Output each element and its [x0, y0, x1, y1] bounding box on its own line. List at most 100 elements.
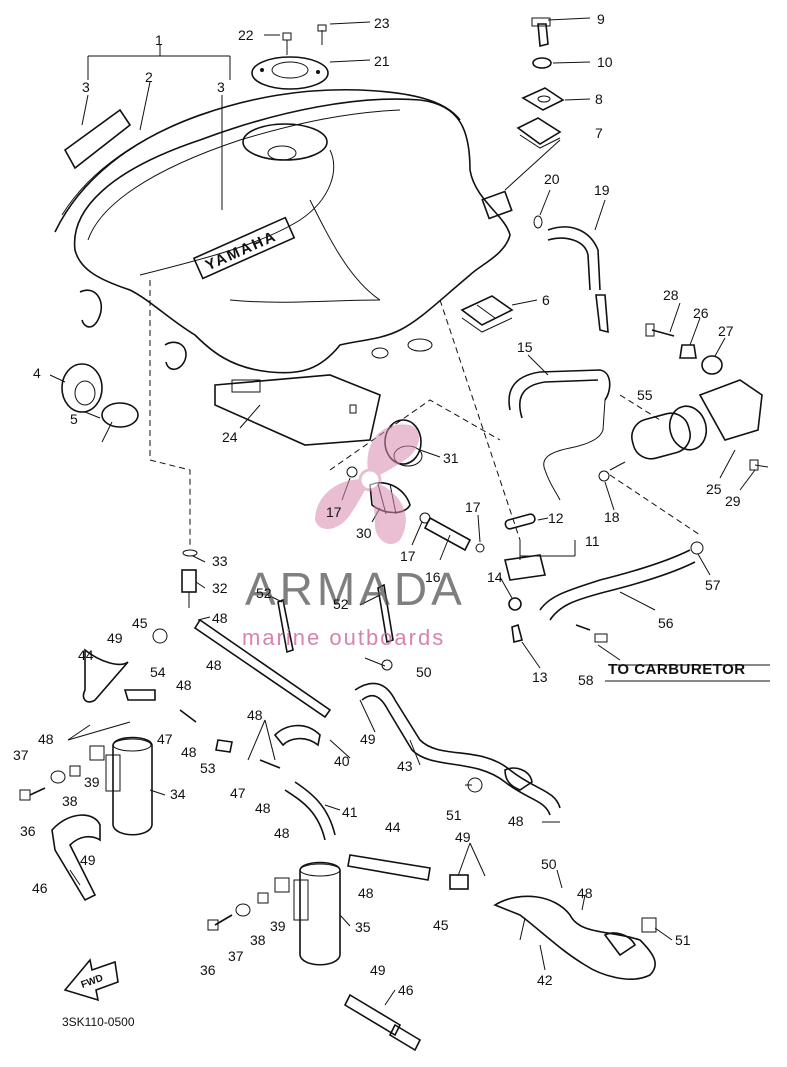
- mount-parts-top-right: [481, 17, 565, 220]
- callout-45-a: 45: [132, 615, 148, 631]
- callout-46-b: 46: [398, 982, 414, 998]
- callout-27: 27: [718, 323, 734, 339]
- callout-14: 14: [487, 569, 503, 585]
- callout-44-a: 44: [78, 647, 94, 663]
- callout-29: 29: [725, 493, 741, 509]
- callout-20: 20: [544, 171, 560, 187]
- to-carburetor-note: TO CARBURETOR: [597, 644, 770, 682]
- to-carburetor-label: TO CARBURETOR: [608, 661, 746, 678]
- callout-35: 35: [355, 919, 371, 935]
- callout-39-a: 39: [84, 774, 100, 790]
- callout-46-a: 46: [32, 880, 48, 896]
- callout-41: 41: [342, 804, 358, 820]
- callout-3-right: 3: [217, 79, 225, 95]
- group-bracket-1: [87, 45, 231, 80]
- callout-40: 40: [334, 753, 350, 769]
- callout-6: 6: [542, 292, 550, 308]
- hose-19: [533, 215, 609, 334]
- callout-48-k: 48: [577, 885, 593, 901]
- tank-logo-badge: YAMAHA: [192, 216, 296, 280]
- armada-watermark: ARMADA marine outboards: [242, 424, 466, 650]
- callout-24: 24: [222, 429, 238, 445]
- callout-48-j: 48: [508, 813, 524, 829]
- callout-49-e: 49: [370, 962, 386, 978]
- callout-26: 26: [693, 305, 709, 321]
- callout-50-a: 50: [416, 664, 432, 680]
- callout-53: 53: [200, 760, 216, 776]
- callout-4: 4: [33, 365, 41, 381]
- hose-43: [354, 659, 561, 816]
- callout-16: 16: [425, 569, 441, 585]
- watermark-tagline: marine outboards: [242, 625, 445, 650]
- hose-56: [539, 541, 704, 643]
- group-bracket-11: [519, 540, 576, 557]
- canister-34: [19, 648, 156, 902]
- hoses-lower: [343, 854, 657, 1052]
- callout-17-a: 17: [326, 504, 342, 520]
- callout-36-b: 36: [200, 962, 216, 978]
- callout-5: 5: [70, 411, 78, 427]
- callout-18: 18: [604, 509, 620, 525]
- callout-13: 13: [532, 669, 548, 685]
- callout-2: 2: [145, 69, 153, 85]
- cap-4-clamp-5: [61, 363, 139, 443]
- callout-38-a: 38: [62, 793, 78, 809]
- callout-34: 34: [170, 786, 186, 802]
- tank-logo-text: YAMAHA: [203, 228, 280, 275]
- callout-49-a: 49: [107, 630, 123, 646]
- callout-17-c: 17: [465, 499, 481, 515]
- callout-21: 21: [374, 53, 390, 69]
- callout-30: 30: [356, 525, 372, 541]
- fasteners-26-28: [645, 323, 723, 375]
- drawing-code: 3SK110-0500: [62, 1015, 135, 1029]
- callout-52-a: 52: [256, 585, 272, 601]
- callout-57: 57: [705, 577, 721, 593]
- fwd-arrow: FWD: [63, 958, 119, 1002]
- hose-15: [508, 369, 611, 501]
- callout-50-b: 50: [541, 856, 557, 872]
- callout-49-c: 49: [360, 731, 376, 747]
- callout-39-b: 39: [270, 918, 286, 934]
- callout-38-b: 38: [250, 932, 266, 948]
- callout-42: 42: [537, 972, 553, 988]
- callout-51-a: 51: [446, 807, 462, 823]
- watermark-brand: ARMADA: [245, 563, 466, 615]
- callout-11: 11: [585, 533, 600, 549]
- callout-25: 25: [706, 481, 722, 497]
- callout-19: 19: [594, 182, 610, 198]
- callout-48-f: 48: [247, 707, 263, 723]
- callout-47-a: 47: [157, 731, 173, 747]
- callout-54: 54: [150, 664, 166, 680]
- callout-48-i: 48: [358, 885, 374, 901]
- hose-16: [423, 516, 472, 552]
- fuel-pump-55: [609, 379, 769, 471]
- callout-36-a: 36: [20, 823, 36, 839]
- callout-8: 8: [595, 91, 603, 107]
- callout-17-b: 17: [400, 548, 416, 564]
- callout-45-b: 45: [433, 917, 449, 933]
- guide-lines: [149, 280, 701, 545]
- fuel-tank: YAMAHA: [54, 88, 511, 446]
- callout-7: 7: [595, 125, 603, 141]
- callout-31: 31: [443, 450, 459, 466]
- callout-48-e: 48: [181, 744, 197, 760]
- callout-48-a: 48: [212, 610, 228, 626]
- callout-48-d: 48: [38, 731, 54, 747]
- callout-43: 43: [397, 758, 413, 774]
- callout-49-d: 49: [455, 829, 471, 845]
- callout-48-g: 48: [255, 800, 271, 816]
- callout-15: 15: [517, 339, 533, 355]
- canister-35: [207, 861, 341, 966]
- callout-33: 33: [212, 553, 228, 569]
- callout-52-b: 52: [333, 596, 349, 612]
- callout-22: 22: [238, 27, 254, 43]
- callout-9: 9: [597, 11, 605, 27]
- callout-37-b: 37: [228, 948, 244, 964]
- callout-48-h: 48: [274, 825, 290, 841]
- small-hoses: [179, 709, 336, 841]
- damper-6: [460, 295, 514, 333]
- leader-lines: [49, 17, 770, 1006]
- vent-pipe: [152, 618, 332, 719]
- callout-12: 12: [548, 510, 564, 526]
- fuel-cap-assembly: [251, 24, 329, 90]
